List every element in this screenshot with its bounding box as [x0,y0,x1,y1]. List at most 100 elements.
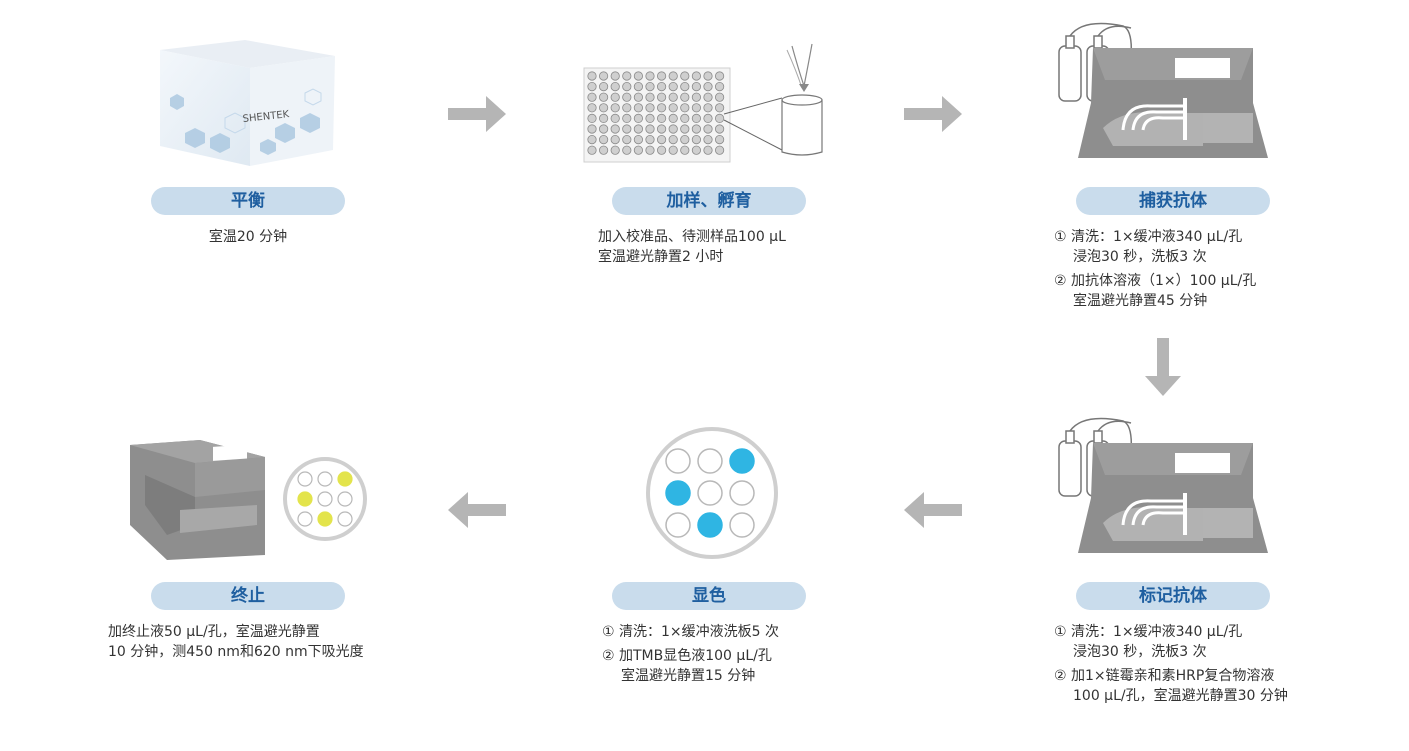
plate-well [587,135,597,145]
plate-well [622,135,632,145]
plate-well [657,113,667,124]
step-description-line: ① 清洗：1×缓冲液340 µL/孔 [1054,229,1243,245]
plate-well [703,113,713,124]
plate-well [622,81,632,92]
plate-well [587,124,597,134]
plate-well [587,145,597,155]
plate-well [703,103,713,113]
kit-box-icon: SHENTEK [155,38,345,170]
arrow-down-icon [1145,338,1181,396]
plate-well [691,145,702,155]
plate-well [680,113,690,124]
plate-well [703,145,713,155]
plate-well [610,135,620,145]
plate-well [680,103,690,113]
step-description: ① 清洗：1×缓冲液洗板5 次 ② 加TMB显色液100 µL/孔 室温避光静置… [602,622,779,686]
plate-well [680,71,690,81]
plate-well [691,103,702,113]
plate-well [610,81,620,92]
step-description-line: ① 清洗：1×缓冲液340 µL/孔 [1054,624,1243,640]
plate-well [599,103,609,113]
plate-well [587,71,597,81]
plate-well [599,113,609,124]
step-description: 加终止液50 µL/孔，室温避光静置 10 分钟，测450 nm和620 nm下… [108,622,364,662]
plate-well [645,103,655,113]
plate-well [645,135,655,145]
plate-well [610,103,620,113]
plate-well [657,103,667,113]
step-description-line: 100 µL/孔，室温避光静置30 分钟 [1073,688,1288,704]
step-description-line: 加入校准品、待测样品100 µL [598,229,786,245]
plate-well [633,81,644,92]
plate-well [657,124,667,134]
plate-well [599,92,609,102]
plate-well [703,81,713,92]
step-label-detection-antibody: 标记抗体 [1076,582,1270,610]
step-label-equilibrate: 平衡 [151,187,345,215]
plate-well [715,81,725,92]
step-description-line: ② 加TMB显色液100 µL/孔 [602,648,772,664]
plate-well [691,113,702,124]
plate-well [587,92,597,102]
plate-well [691,135,702,145]
step-description: ① 清洗：1×缓冲液340 µL/孔 浸泡30 秒，洗板3 次 ② 加1×链霉亲… [1054,622,1288,706]
step-description-line: ② 加1×链霉亲和素HRP复合物溶液 [1054,668,1275,684]
plate-well [633,145,644,155]
plate-well [668,113,678,124]
plate-well [645,71,655,81]
plate-well [668,103,678,113]
plate-well [668,81,678,92]
plate-well [680,92,690,102]
step-label-capture-antibody: 捕获抗体 [1076,187,1270,215]
plate-well [715,135,725,145]
step-description-line: ② 加抗体溶液（1×）100 µL/孔 [1054,273,1257,289]
plate-well [599,71,609,81]
plate-washer-icon [1053,413,1273,558]
arrow-right-icon [448,96,506,132]
plate-well [633,92,644,102]
step-description-line: 室温避光静置15 分钟 [621,668,756,684]
plate-well [587,103,597,113]
plate-well [610,113,620,124]
step-description: 加入校准品、待测样品100 µL 室温避光静置2 小时 [598,227,786,267]
plate-well [657,135,667,145]
plate-well [633,113,644,124]
step-description-line: 室温避光静置45 分钟 [1073,293,1208,309]
step-description-line: 加终止液50 µL/孔，室温避光静置 [108,624,320,640]
plate-well [680,81,690,92]
step-label-color-development: 显色 [612,582,806,610]
step-description-line: 浸泡30 秒，洗板3 次 [1073,644,1207,660]
plate-well [645,113,655,124]
plate-well [715,71,725,81]
plate-well [622,124,632,134]
plate-well [668,71,678,81]
plate-well [715,124,725,134]
plate-well [633,71,644,81]
plate-well [657,81,667,92]
plate-well [599,135,609,145]
plate-well [610,145,620,155]
plate-well [691,124,702,134]
kit-box-brand: SHENTEK [242,109,290,125]
plate-well [691,71,702,81]
plate-well [680,145,690,155]
arrow-right-icon [904,96,962,132]
step-description-line: 10 分钟，测450 nm和620 nm下吸光度 [108,644,364,660]
plate-well [668,124,678,134]
plate-well [633,103,644,113]
plate-well [599,145,609,155]
plate-reader-icon [125,435,375,565]
plate-well [599,124,609,134]
plate-well [668,135,678,145]
plate-well [622,145,632,155]
plate-well [610,92,620,102]
plate-well [645,145,655,155]
plate-well [657,71,667,81]
plate-well [645,81,655,92]
plate-well [703,124,713,134]
plate-well [657,92,667,102]
plate-well [633,135,644,145]
plate-washer-icon [1053,18,1273,163]
step-label-stop: 终止 [151,582,345,610]
plate-well [587,81,597,92]
